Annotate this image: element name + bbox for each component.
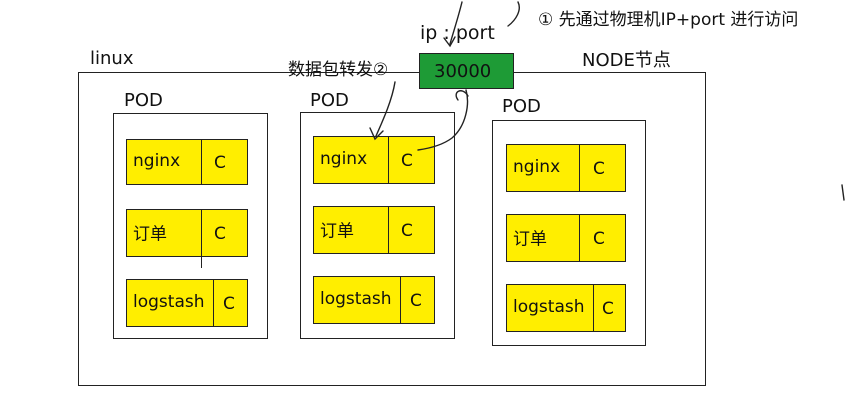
container-c-label: C — [602, 299, 614, 319]
container-logstash: logstash C — [313, 276, 435, 324]
container-c-label: C — [214, 224, 226, 244]
container-order: 订单 C — [126, 209, 248, 268]
container-divider — [388, 207, 389, 253]
container-nginx: nginx C — [126, 139, 248, 185]
container-c-label: C — [214, 153, 226, 173]
pod-title: POD — [310, 90, 349, 111]
container-name: logstash — [133, 292, 205, 312]
node-port-value: 30000 — [434, 61, 492, 82]
container-name: nginx — [513, 157, 561, 177]
node-label: NODE节点 — [582, 50, 671, 71]
container-c-label: C — [401, 221, 413, 241]
container-name: nginx — [320, 149, 368, 169]
container-c-label: C — [593, 159, 605, 179]
access-arrow-tail — [507, 1, 520, 27]
node-port-box: 30000 — [419, 53, 514, 89]
pod-box — [113, 113, 268, 339]
linux-node-box — [78, 72, 706, 386]
container-order: 订单 C — [506, 214, 626, 262]
port-label: ip : port — [420, 22, 495, 44]
access-note: ① 先通过物理机IP+port 进行访问 — [538, 10, 799, 30]
access-arrow — [449, 1, 463, 45]
container-name: logstash — [320, 289, 392, 309]
container-c-label: C — [410, 291, 422, 311]
container-divider — [213, 280, 214, 326]
container-name: nginx — [133, 151, 181, 171]
container-logstash: logstash C — [126, 279, 248, 327]
container-nginx: nginx C — [506, 144, 626, 192]
container-logstash: logstash C — [506, 284, 626, 332]
access-arrow-head — [443, 36, 456, 48]
loop-arrow-upper — [455, 90, 469, 101]
linux-label: linux — [90, 48, 134, 69]
pod-box — [300, 112, 455, 339]
container-divider — [579, 215, 580, 261]
edge-mark — [841, 184, 845, 201]
pod-title: POD — [124, 90, 163, 111]
pod-box — [492, 120, 646, 346]
container-c-label: C — [593, 229, 605, 249]
container-name: 订单 — [133, 224, 167, 245]
container-name: logstash — [513, 297, 585, 317]
container-c-label: C — [223, 294, 235, 314]
container-divider — [579, 145, 580, 191]
container-name: 订单 — [513, 229, 547, 250]
container-c-label: C — [401, 151, 413, 171]
forward-arrow-head — [369, 127, 384, 141]
container-order: 订单 C — [313, 206, 435, 254]
container-name: 订单 — [320, 221, 354, 242]
container-divider — [201, 140, 202, 184]
forward-arrow — [375, 81, 396, 137]
container-divider — [400, 277, 401, 323]
pod-title: POD — [502, 96, 541, 117]
container-divider — [593, 285, 594, 331]
container-divider — [201, 210, 202, 268]
loop-arrow — [417, 89, 469, 151]
container-divider — [388, 137, 389, 183]
forward-label: 数据包转发② — [288, 60, 389, 80]
